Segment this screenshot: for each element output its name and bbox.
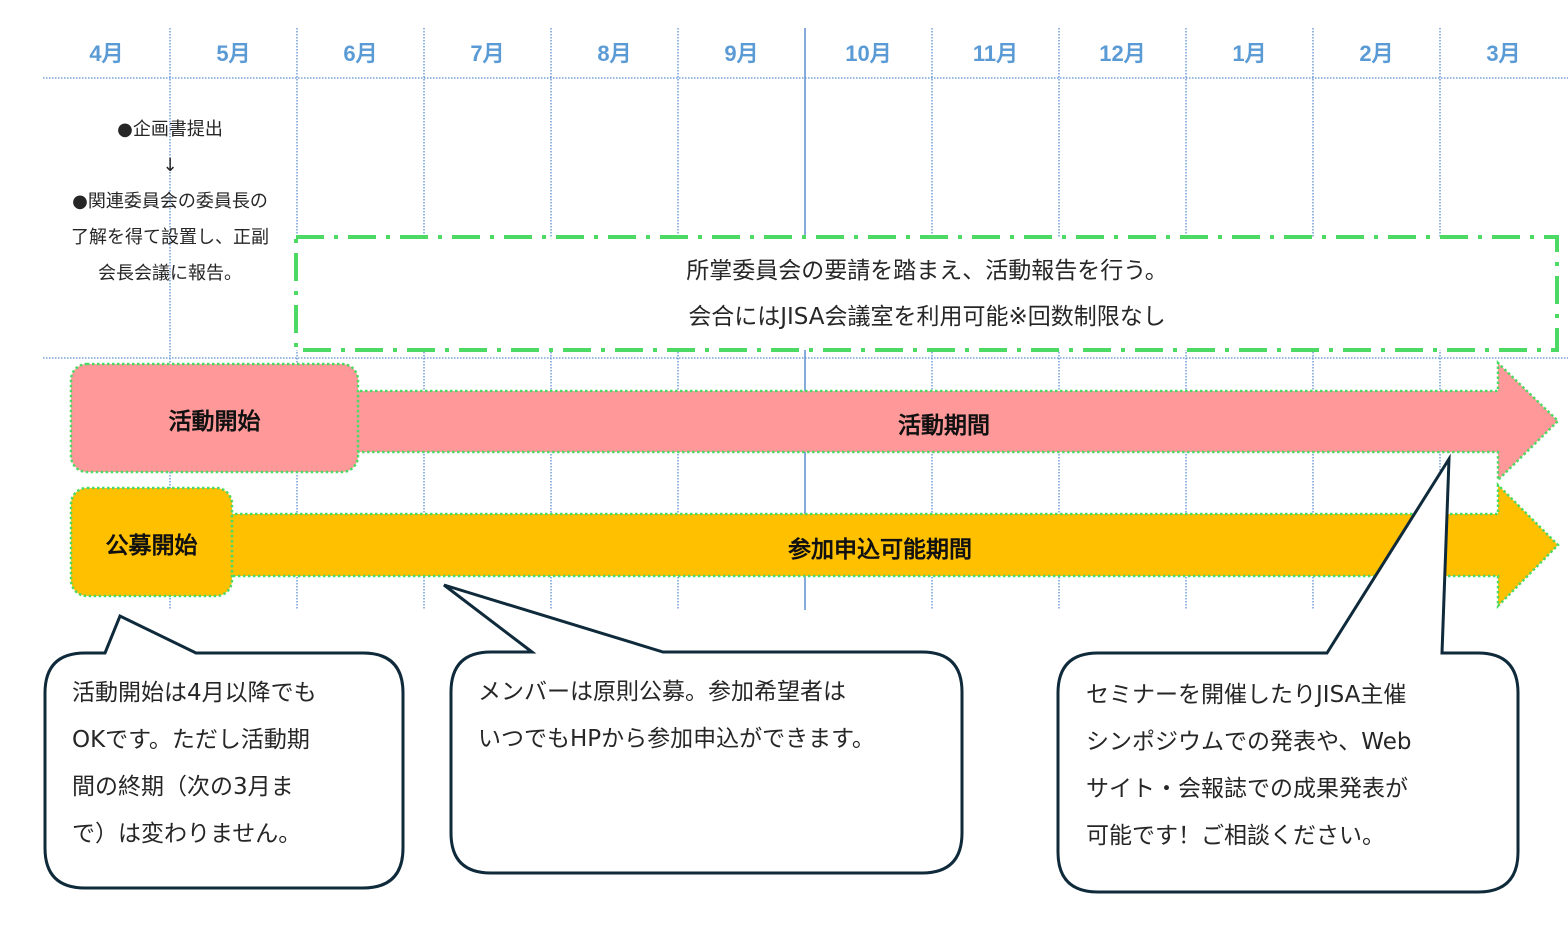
callout-line: いつでもHPから参加申込ができます。	[478, 726, 875, 752]
callout-line: で）は変わりません。	[72, 821, 302, 847]
callout-2-text: メンバーは原則公募。参加希望者は いつでもHPから参加申込ができます。	[478, 669, 875, 763]
callout-line: OKです。ただし活動期	[72, 727, 310, 753]
setup-procedure-note: ●企画書提出 ↓ ●関連委員会の委員長の 了解を得て設置し、正副 会長会議に報告…	[44, 112, 296, 292]
recruit-start-label: 公募開始	[105, 533, 198, 559]
month-header: 2月	[1359, 41, 1394, 66]
month-header: 11月	[972, 41, 1019, 66]
callout-line: 可能です！ご相談ください。	[1086, 823, 1385, 849]
activity-start-label: 活動開始	[168, 409, 261, 435]
callout-1-text: 活動開始は4月以降でも OKです。ただし活動期 間の終期（次の3月ま で）は変わ…	[72, 670, 317, 858]
note-arrow: ↓	[162, 155, 178, 176]
note-line: ●関連委員会の委員長の	[72, 191, 268, 212]
report-line: 会合にはJISA会議室を利用可能※回数制限なし	[688, 304, 1166, 330]
callout-line: シンポジウムでの発表や、Web	[1086, 729, 1412, 755]
month-header: 9月	[724, 41, 759, 66]
month-header: 8月	[597, 41, 632, 66]
callout-line: サイト・会報誌での成果発表が	[1086, 776, 1408, 802]
recruit-start-box	[69, 486, 234, 598]
note-line: 了解を得て設置し、正副	[71, 227, 269, 248]
callout-3-shape	[1056, 453, 1520, 894]
activity-start-box	[69, 362, 360, 474]
note-line: ●企画書提出	[117, 119, 223, 140]
report-box	[294, 235, 1559, 352]
callout-3-text: セミナーを開催したりJISA主催 シンポジウムでの発表や、Web サイト・会報誌…	[1086, 672, 1411, 860]
month-header: 10月	[845, 41, 892, 66]
callout-line: 間の終期（次の3月ま	[72, 774, 294, 800]
month-header: 5月	[216, 41, 251, 66]
month-header: 3月	[1486, 41, 1521, 66]
callout-2-shape	[443, 583, 964, 875]
month-header: 4月	[89, 41, 124, 66]
recruit-period-label: 参加申込可能期間	[788, 537, 972, 563]
activity-period-label: 活動期間	[898, 413, 990, 439]
callout-1-shape	[43, 613, 405, 890]
report-box-text: 所掌委員会の要請を踏まえ、活動報告を行う。 会合にはJISA会議室を利用可能※回…	[296, 248, 1558, 340]
report-line: 所掌委員会の要請を踏まえ、活動報告を行う。	[686, 258, 1168, 284]
activity-period-arrow	[328, 360, 1560, 483]
callout-line: メンバーは原則公募。参加希望者は	[478, 679, 846, 705]
recruit-period-arrow	[208, 481, 1560, 610]
note-line: 会長会議に報告。	[98, 263, 242, 284]
month-header: 6月	[343, 41, 378, 66]
month-header: 12月	[1099, 41, 1146, 66]
callout-line: 活動開始は4月以降でも	[72, 680, 317, 706]
callout-line: セミナーを開催したりJISA主催	[1086, 682, 1407, 708]
month-header: 7月	[470, 41, 505, 66]
month-header: 1月	[1232, 41, 1267, 66]
